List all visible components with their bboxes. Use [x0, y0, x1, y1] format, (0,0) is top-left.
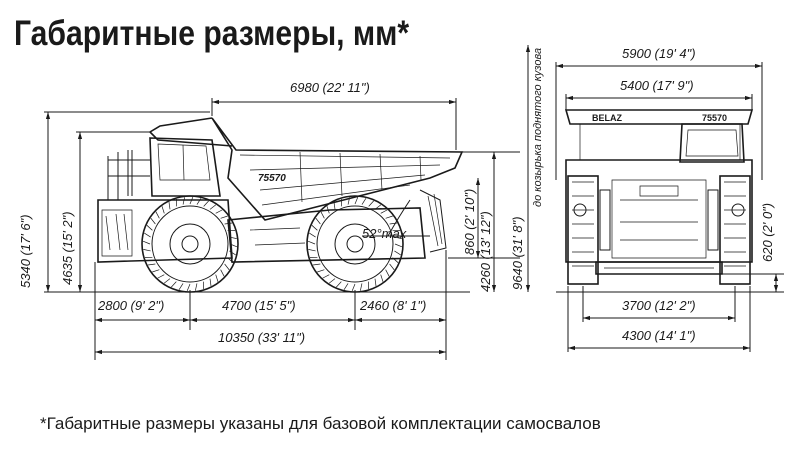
dim-rear-overhang-height: 860 (2' 10"): [462, 189, 477, 255]
front-view-truck: BELAZ 75570: [556, 109, 760, 293]
dim-front-overhang: 2800 (9' 2"): [97, 298, 164, 313]
dim-ground-clearance: 620 (2' 0"): [760, 203, 775, 262]
dim-height-total: 5340 (17' 6"): [18, 214, 33, 288]
dim-front-track: 3700 (12' 2"): [622, 298, 696, 313]
dim-height-cab: 4635 (15' 2"): [60, 211, 75, 285]
dim-width-total: 5900 (19' 4"): [622, 46, 696, 61]
dim-tire-width-total: 4300 (14' 1"): [622, 328, 696, 343]
dim-width-body: 5400 (17' 9"): [620, 78, 694, 93]
side-view-dimensions: 6980 (22' 11") 5340 (17' 6") 4635 (15' 2…: [18, 45, 544, 360]
side-model-label: 75570: [258, 173, 286, 184]
dim-rear-overhang: 2460 (8' 1"): [359, 298, 426, 313]
dim-height-body-rear: 4260 (13' 12"): [478, 211, 493, 292]
dim-raised-height: 9640 (31' 8"): [510, 216, 525, 290]
dim-body-length: 6980 (22' 11"): [290, 80, 370, 95]
dim-raised-height-note: до козырька поднятого кузова: [532, 48, 544, 207]
side-view-truck: 75570 52°max: [80, 117, 470, 293]
dump-angle-label: 52°max: [362, 226, 407, 241]
front-view-dimensions: 5900 (19' 4") 5400 (17' 9") 620 (2' 0") …: [555, 46, 784, 352]
front-brand-label: BELAZ: [592, 113, 622, 123]
dim-length-total: 10350 (33' 11"): [218, 330, 305, 345]
dim-wheelbase: 4700 (15' 5"): [222, 298, 296, 313]
front-model-label: 75570: [702, 113, 727, 123]
footnote: *Габаритные размеры указаны для базовой …: [40, 414, 601, 433]
page-title: Габаритные размеры, мм*: [14, 14, 410, 53]
